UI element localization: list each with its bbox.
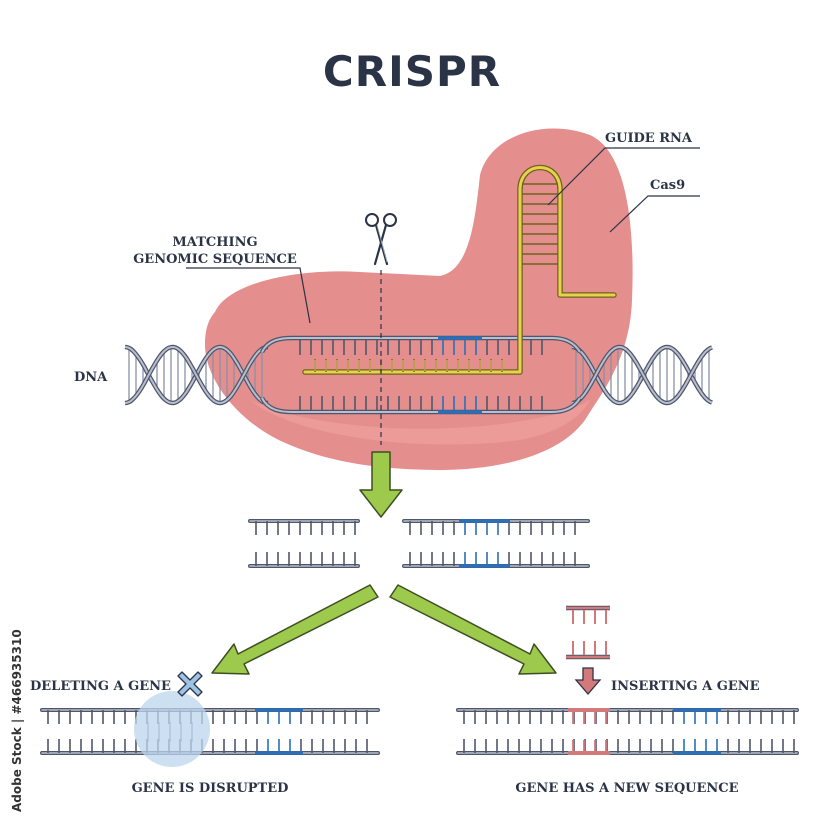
deletion-bubble — [134, 691, 210, 767]
dna-open-region — [259, 335, 582, 415]
insert-arrow-icon — [574, 667, 602, 695]
deleting-label: DELETING A GENE — [30, 679, 171, 694]
cas9-inner-highlight — [250, 400, 590, 445]
dna-double-helix — [124, 335, 713, 415]
fragment-left-bottom — [248, 552, 360, 568]
matching-label-line2: GENOMIC SEQUENCE — [133, 252, 297, 267]
fragment-left-top — [248, 519, 360, 535]
dna-label: DNA — [74, 370, 108, 385]
disrupted-label: GENE IS DISRUPTED — [132, 781, 289, 796]
inserting-label: INSERTING A GENE — [611, 679, 760, 694]
right-arrow-icon — [389, 584, 557, 675]
inserted-segment — [568, 708, 610, 755]
new-sequence-label: GENE HAS A NEW SEQUENCE — [515, 781, 738, 796]
open-top-strand-inner — [261, 337, 581, 353]
rna-backbone — [303, 166, 616, 374]
cas9-label: Cas9 — [650, 178, 685, 193]
left-arrow-icon — [211, 584, 379, 675]
inserted-strand-top — [456, 708, 799, 724]
helix-strand-front-inner — [124, 345, 269, 405]
matching-leader — [186, 267, 311, 324]
fragment-right-bottom — [402, 552, 590, 568]
dna-helix-right — [571, 344, 713, 406]
down-arrow-icon — [359, 451, 403, 518]
stock-watermark: Adobe Stock | #466935310 — [10, 629, 24, 812]
result-strands — [40, 708, 799, 755]
deleted-strand-bottom — [40, 739, 380, 755]
scissors-icon — [365, 213, 397, 266]
cas9-leader — [609, 195, 700, 233]
page-title: CRISPR — [323, 47, 501, 96]
guide-rna — [302, 164, 617, 375]
matching-label-line1: MATCHING — [172, 235, 257, 250]
dna-helix-left — [124, 344, 269, 406]
deleted-strand-top — [40, 708, 380, 724]
inserted-strand-bottom — [456, 739, 799, 755]
cross-icon — [177, 671, 203, 697]
fragment-right-top — [402, 519, 590, 535]
guide-rna-label: GUIDE RNA — [605, 131, 693, 146]
inserted-gene-piece — [566, 605, 610, 660]
open-bottom-strand-inner — [261, 397, 581, 413]
guide-rna-leader — [547, 147, 700, 206]
cut-dna-fragments — [248, 519, 590, 568]
helix-strand-front-inner — [571, 345, 713, 405]
